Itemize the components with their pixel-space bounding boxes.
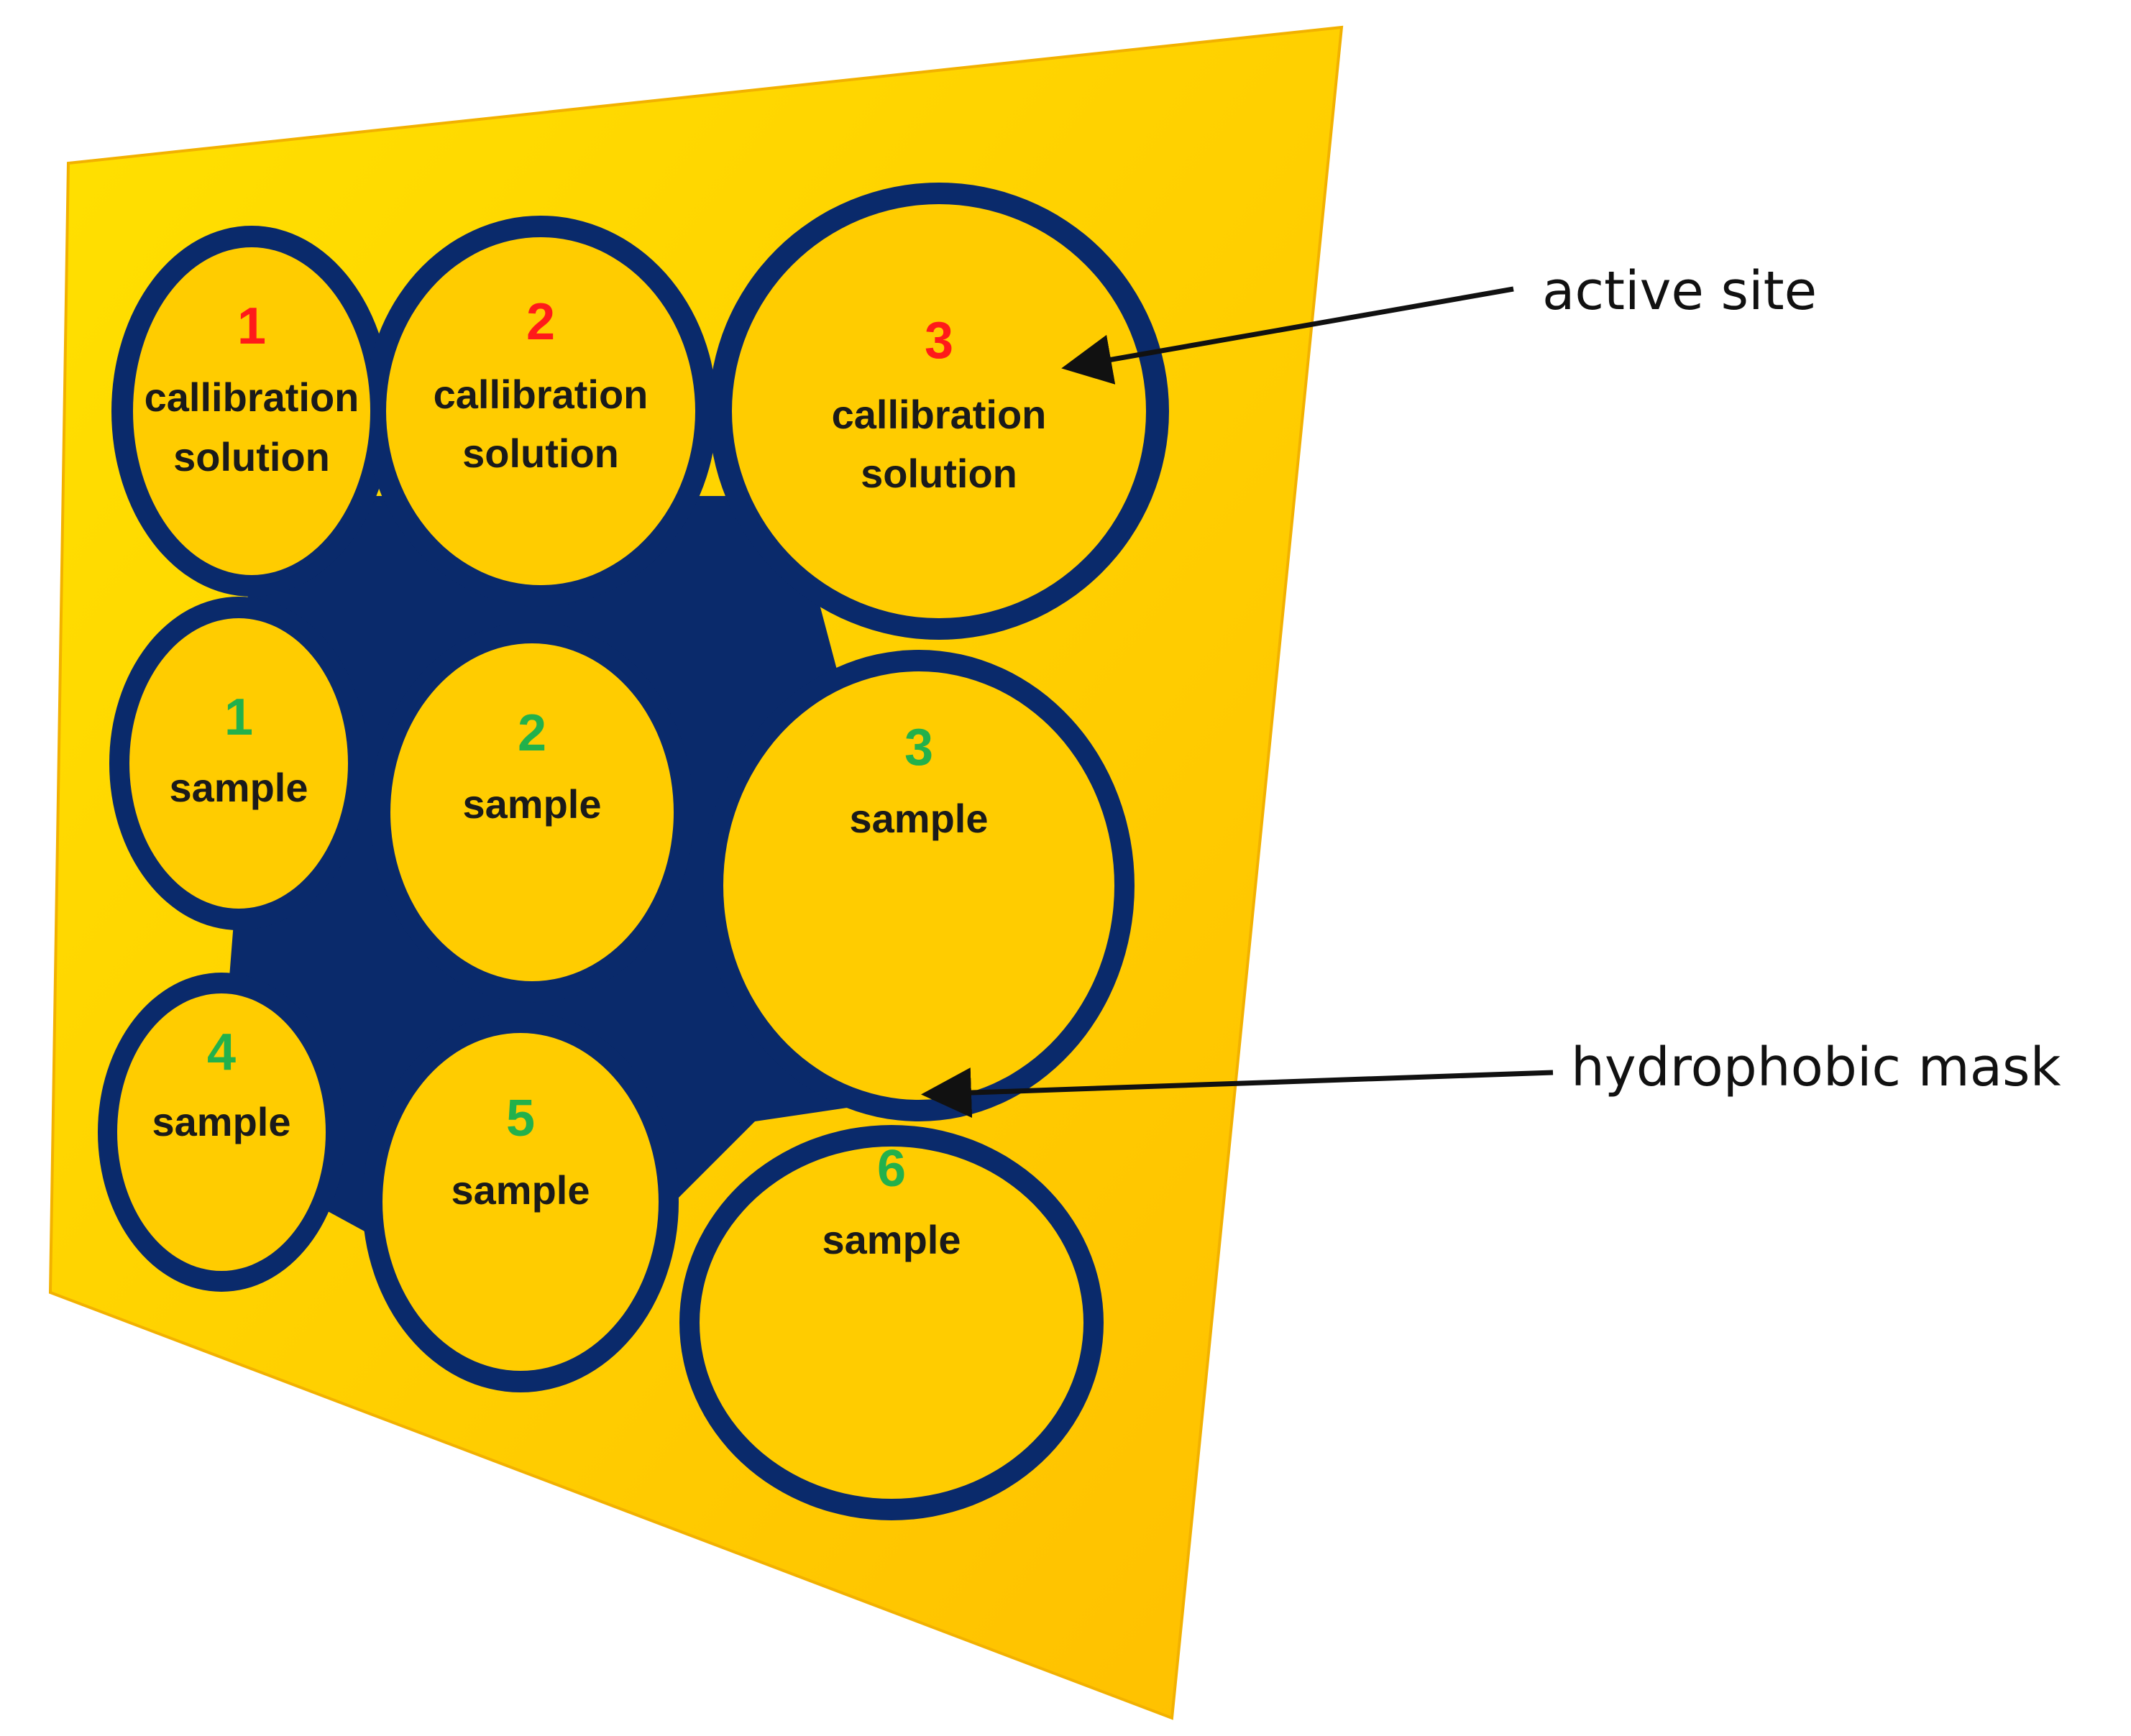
sample-well-2: 2 sample bbox=[390, 643, 674, 981]
active-site-label: active site bbox=[1542, 260, 1817, 322]
well-number: 4 bbox=[207, 1024, 236, 1081]
well-number: 1 bbox=[237, 298, 266, 355]
well-active-site bbox=[133, 247, 370, 575]
well-active-site bbox=[732, 204, 1146, 618]
sample-well-4: 4 sample bbox=[117, 993, 326, 1271]
well-label-line2: solution bbox=[173, 434, 330, 479]
hydrophobic-mask-arrow bbox=[921, 1067, 1554, 1119]
well-number: 3 bbox=[925, 312, 953, 369]
well-number: 2 bbox=[518, 704, 546, 762]
well-label-line1: sample bbox=[850, 796, 989, 841]
well-active-site bbox=[390, 643, 674, 981]
well-active-site bbox=[723, 671, 1114, 1100]
well-active-site bbox=[386, 237, 695, 585]
well-label-line1: sample bbox=[822, 1217, 961, 1262]
well-label-line1: callibration bbox=[832, 392, 1047, 437]
well-number: 2 bbox=[526, 293, 555, 351]
calibration-well-2: 2 callibration solution bbox=[386, 237, 695, 585]
well-label-line1: sample bbox=[152, 1099, 291, 1144]
well-label-line2: solution bbox=[462, 431, 619, 476]
well-label-line1: sample bbox=[463, 781, 602, 827]
well-active-site bbox=[117, 993, 326, 1271]
well-number: 3 bbox=[904, 719, 933, 776]
well-number: 6 bbox=[877, 1140, 906, 1198]
well-label-line1: sample bbox=[452, 1167, 590, 1213]
well-label-line2: solution bbox=[861, 451, 1017, 496]
well-label-line1: callibration bbox=[145, 375, 359, 420]
well-number: 5 bbox=[506, 1090, 535, 1147]
sample-well-1: 1 sample bbox=[129, 618, 348, 909]
well-active-site bbox=[382, 1033, 659, 1371]
hydrophobic-mask-label: hydrophobic mask bbox=[1571, 1037, 2061, 1098]
wells: 1 callibration solution 2 callibration soluti… bbox=[117, 204, 1146, 1499]
sample-well-6: 6 sample bbox=[700, 1140, 1083, 1499]
sample-well-3: 3 sample bbox=[723, 671, 1114, 1100]
well-active-site bbox=[129, 618, 348, 909]
calibration-well-3: 3 callibration solution bbox=[732, 204, 1146, 618]
well-label-line1: sample bbox=[170, 765, 308, 810]
active-site-arrow bbox=[1061, 286, 1514, 385]
well-active-site bbox=[700, 1147, 1083, 1499]
sample-well-5: 5 sample bbox=[382, 1033, 659, 1371]
well-number: 1 bbox=[224, 689, 253, 746]
well-label-line1: callibration bbox=[434, 372, 649, 417]
calibration-well-1: 1 callibration solution bbox=[133, 247, 370, 575]
